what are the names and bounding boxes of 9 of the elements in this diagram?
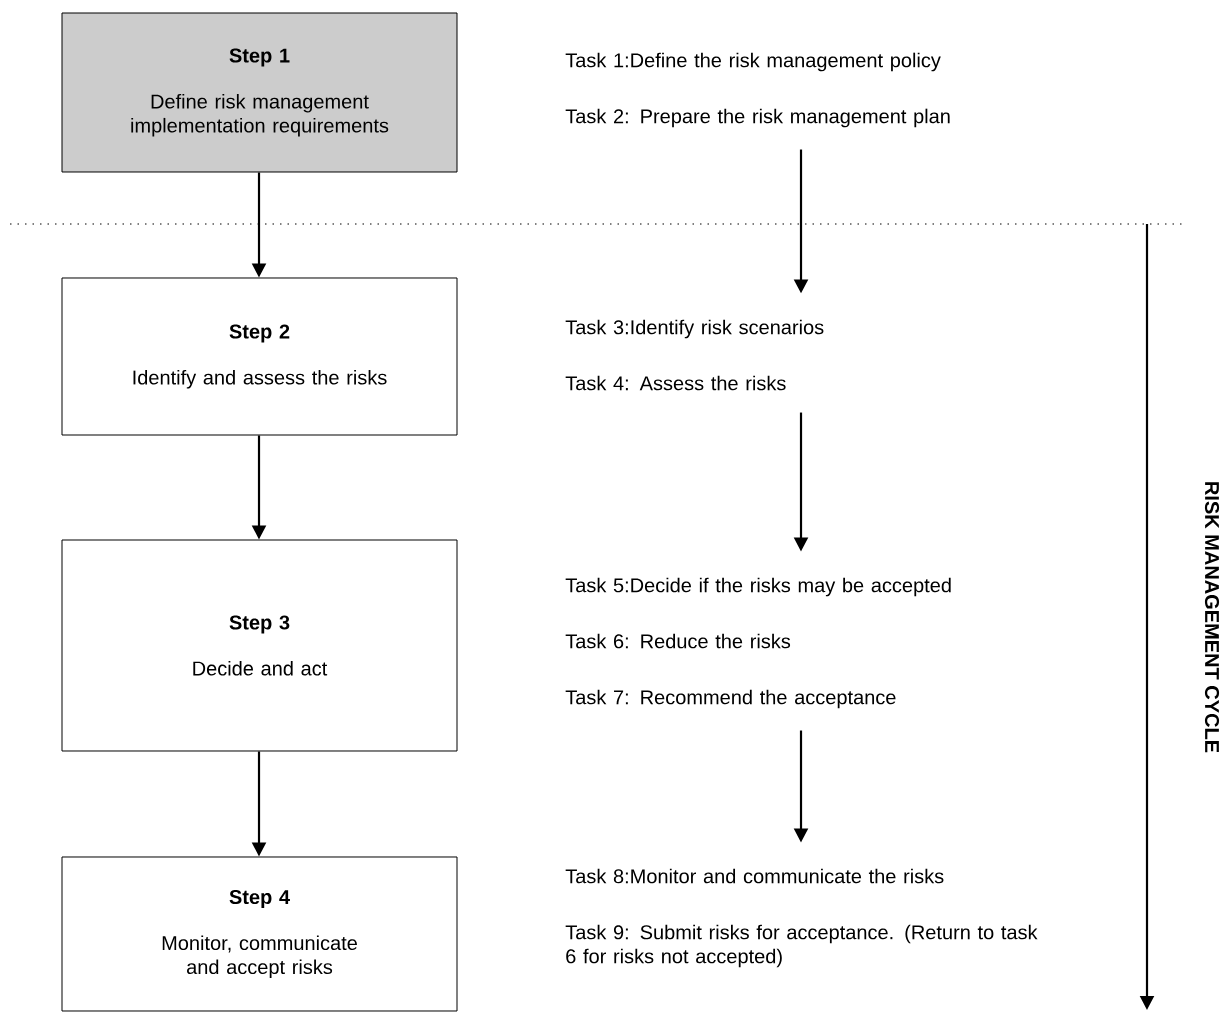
task-list: Task 3:Identify risk scenarios Task 4: Assess the risks — [565, 319, 824, 391]
step-box: Step 4 Monitor, communicate and accept risks — [61, 856, 458, 1012]
vertical-label: RISK MANAGEMENT CYCLE — [1204, 482, 1220, 753]
step-box: Step 2 Identify and assess the risks — [61, 277, 458, 436]
task-list: Task 1:Define the risk management policy Task 2: Prepare the risk management plan — [565, 52, 950, 128]
task-list: Task 8:Monitor and communicate the risks Task 9: Submit risks for acceptance. (Return to task 6 for risks not accepted) — [565, 868, 1038, 968]
step-box: Step 1 Define risk management implementation requirements — [61, 12, 458, 173]
task-list: Task 5:Decide if the risks may be accepted Task 6: Reduce the risks Task 7: Recommend the acceptance — [565, 577, 951, 709]
step-box: Step 3 Decide and act — [61, 539, 458, 752]
